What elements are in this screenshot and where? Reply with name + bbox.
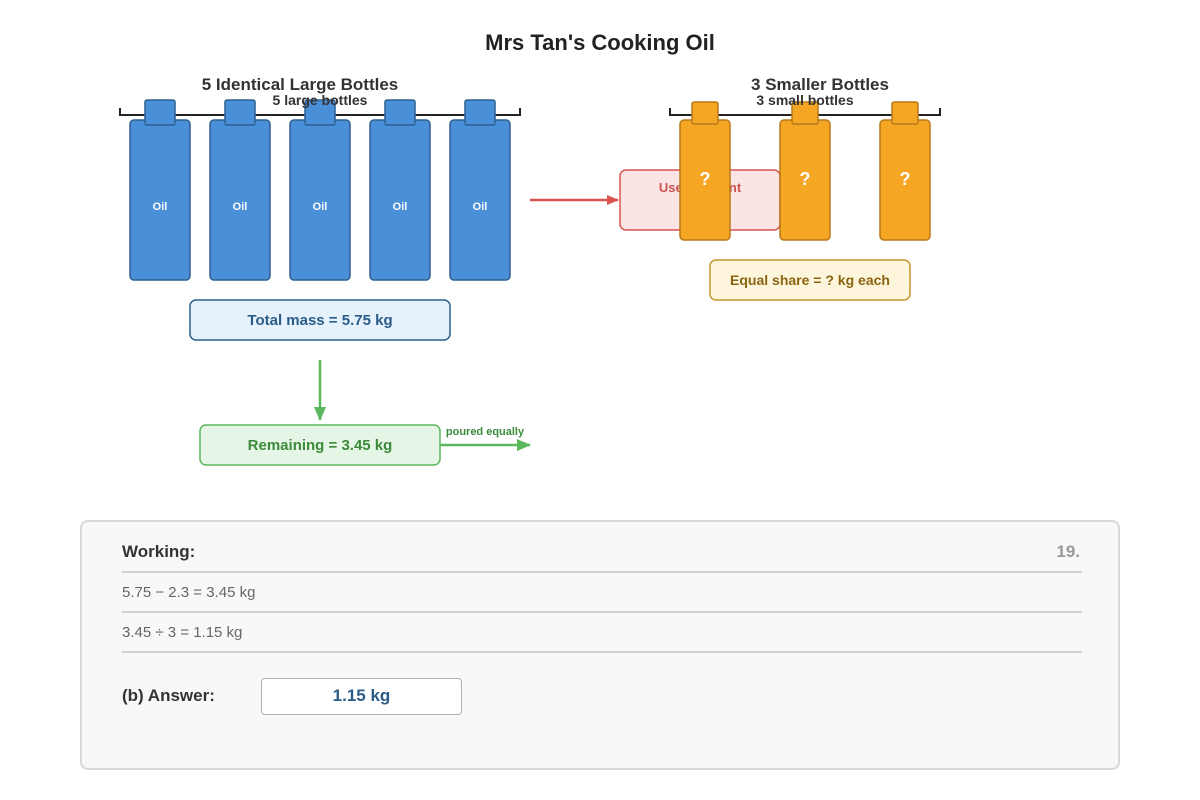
large-bottle-label: Oil	[153, 201, 168, 213]
large-bottle: Oil	[449, 99, 511, 281]
working-divider	[122, 611, 1082, 613]
large-bottle-body	[129, 119, 191, 281]
working-step-2: 3.45 ÷ 3 = 1.15 kg	[122, 624, 243, 641]
working-divider	[122, 651, 1082, 653]
large-bottles-heading: 5 Identical Large Bottles	[202, 75, 399, 94]
working-step-1: 5.75 − 2.3 = 3.45 kg	[122, 584, 256, 601]
small-bottle-cap	[791, 101, 819, 125]
large-bottle-body	[209, 119, 271, 281]
large-bottle-body	[369, 119, 431, 281]
answer-box: 1.15 kg	[261, 678, 462, 715]
large-bottle: Oil	[369, 99, 431, 281]
working-heading: Working:	[122, 542, 196, 561]
question-number: 19.	[1056, 542, 1080, 561]
large-bottle-label: Oil	[233, 201, 248, 213]
small-bottle-label: ?	[900, 169, 911, 189]
large-bottle: Oil	[289, 99, 351, 281]
large-bottle-label: Oil	[393, 201, 408, 213]
large-bottle-body	[289, 119, 351, 281]
total-mass-label: Total mass = 5.75 kg	[247, 312, 392, 329]
large-bottle-body	[449, 119, 511, 281]
total-mass-box	[189, 299, 451, 341]
working-panel: Working: 19. 5.75 − 2.3 = 3.45 kg 3.45 ÷…	[80, 520, 1120, 770]
large-bottle-cap	[384, 99, 416, 126]
small-bottle-cap	[891, 101, 919, 125]
small-bottle: ?	[679, 101, 731, 241]
small-bottle-label: ?	[700, 169, 711, 189]
small-bottles-brace-label: 3 small bottles	[756, 92, 853, 108]
large-bottle: Oil	[129, 99, 191, 281]
poured-label: poured equally	[446, 426, 525, 438]
large-bottle-cap	[224, 99, 256, 126]
equal-share-box	[709, 259, 911, 301]
small-bottles-group: ???	[679, 101, 931, 241]
large-bottle-label: Oil	[313, 201, 328, 213]
large-bottle-cap	[464, 99, 496, 126]
large-bottle-label: Oil	[473, 201, 488, 213]
small-bottles-heading: 3 Smaller Bottles	[751, 75, 889, 94]
large-bottle: Oil	[209, 99, 271, 281]
small-bottle: ?	[879, 101, 931, 241]
small-bottle-cap	[691, 101, 719, 125]
equal-share-label: Equal share = ? kg each	[730, 272, 890, 288]
small-bottle: ?	[779, 101, 831, 241]
answer-label: (b) Answer:	[122, 686, 215, 705]
remaining-label: Remaining = 3.45 kg	[248, 437, 393, 454]
small-bottle-label: ?	[800, 169, 811, 189]
large-bottle-cap	[304, 99, 336, 126]
large-bottles-group: Oil Oil Oil Oil Oil	[129, 99, 511, 281]
large-bottles-brace-label: 5 large bottles	[273, 92, 368, 108]
large-bottle-cap	[144, 99, 176, 126]
working-divider	[122, 571, 1082, 573]
diagram-title: Mrs Tan's Cooking Oil	[485, 30, 715, 55]
